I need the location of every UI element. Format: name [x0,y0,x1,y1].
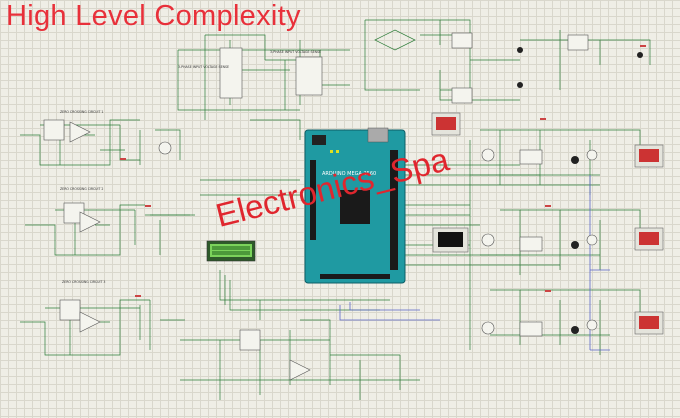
page-title: High Level Complexity [6,0,301,32]
voltage-sense-1-label: 3-PHASE INPUT VOLTAGE SENSE [178,65,229,69]
mcu-label: ARDUINO MEGA 2560 [322,171,376,177]
zero-crossing-3-label: ZERO CROSSING CIRCUIT 3 [62,280,105,284]
zero-crossing-2-label: ZERO CROSSING CIRCUIT 2 [60,187,103,191]
voltage-sense-2-label: 3-PHASE INPUT VOLTAGE SENSE [270,50,321,54]
zero-crossing-1-label: ZERO CROSSING CIRCUIT 1 [60,110,103,114]
